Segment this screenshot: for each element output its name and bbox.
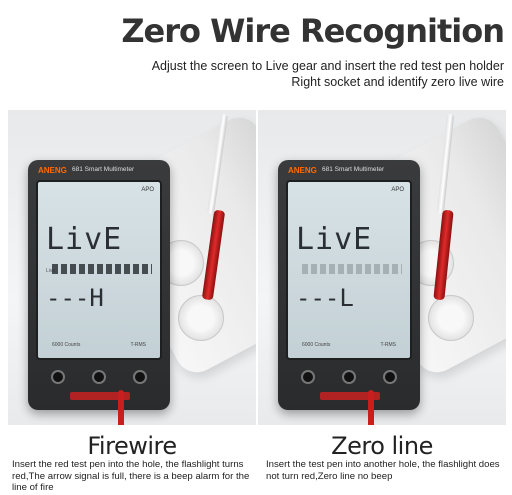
firewire-caption: Firewire xyxy=(87,432,177,460)
jack xyxy=(91,370,106,384)
multimeter: ANENG 681 Smart Multimeter APO LivE ---L… xyxy=(278,160,420,410)
display-second: ---L xyxy=(296,284,354,312)
firewire-description: Insert the red test pen into the hole, t… xyxy=(12,459,250,493)
jack xyxy=(132,370,147,384)
cat-rating-strip xyxy=(320,392,380,400)
socket-outlet xyxy=(178,295,224,341)
subtitle-line-1: Adjust the screen to Live gear and inser… xyxy=(151,59,504,73)
test-lead-cable xyxy=(368,390,374,425)
apo-indicator: APO xyxy=(141,187,154,193)
input-jacks xyxy=(38,366,160,388)
input-jacks xyxy=(288,366,410,388)
live-label: Live xyxy=(46,268,56,274)
signal-arrows xyxy=(52,264,152,274)
apo-indicator: APO xyxy=(391,187,404,193)
cat-rating-strip xyxy=(70,392,130,400)
trms-label: T-RMS xyxy=(130,342,146,348)
zero-line-photo: ANENG 681 Smart Multimeter APO LivE ---L… xyxy=(258,110,506,425)
counts-label: 6000 Counts xyxy=(52,342,81,348)
zero-line-description: Insert the test pen into another hole, t… xyxy=(266,459,500,482)
display-second: ---H xyxy=(46,284,104,312)
model-label: 681 Smart Multimeter xyxy=(72,166,135,173)
lcd-screen: APO LivE Live ---H 6000 Counts T-RMS xyxy=(36,180,162,360)
firewire-photo: ANENG 681 Smart Multimeter APO LivE Live… xyxy=(8,110,256,425)
jack xyxy=(301,370,316,384)
jack xyxy=(382,370,397,384)
lcd-screen: APO LivE ---L 6000 Counts T-RMS xyxy=(286,180,412,360)
page-title: Zero Wire Recognition xyxy=(121,12,505,50)
jack xyxy=(51,370,66,384)
zero-line-caption: Zero line xyxy=(331,432,433,460)
test-lead-cable xyxy=(118,390,124,425)
display-main: LivE xyxy=(46,222,123,257)
signal-arrows xyxy=(302,264,402,274)
subtitle-line-2: Right socket and identify zero live wire xyxy=(291,75,504,89)
multimeter: ANENG 681 Smart Multimeter APO LivE Live… xyxy=(28,160,170,410)
display-main: LivE xyxy=(296,222,373,257)
brand-label: ANENG xyxy=(38,166,67,175)
socket-outlet xyxy=(428,295,474,341)
jack xyxy=(341,370,356,384)
trms-label: T-RMS xyxy=(380,342,396,348)
model-label: 681 Smart Multimeter xyxy=(322,166,385,173)
page-subtitle: Adjust the screen to Live gear and inser… xyxy=(152,58,504,90)
counts-label: 6000 Counts xyxy=(302,342,331,348)
brand-label: ANENG xyxy=(288,166,317,175)
